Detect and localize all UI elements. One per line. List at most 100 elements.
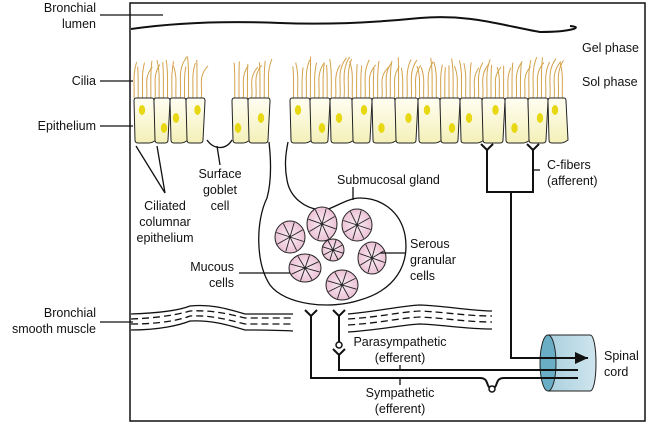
cilium [318,62,325,99]
label-submucosal-gland: Submucosal gland [337,173,440,187]
label-bronchial-lumen-2: lumen [62,17,96,31]
acinus-segment [291,261,319,275]
cilium [410,59,418,99]
cilium [192,62,196,99]
cilium [377,60,380,99]
cell-nucleus [138,105,146,115]
cilium [165,59,169,99]
cilium [494,66,502,99]
epithelial-cell [329,97,355,144]
cilium [406,59,412,99]
cilium [179,56,188,99]
cilium [559,62,563,99]
cilium [305,59,311,99]
cilium [171,61,175,99]
cilium [326,64,328,99]
epithelial-cell [185,97,206,144]
label-spinal-cord-1: Spinal [604,349,639,363]
cilium [329,58,332,99]
cilium [496,66,500,99]
cilium [540,57,544,99]
cell-nucleus [194,105,201,115]
label-c-fibers-1: C-fibers [547,158,591,172]
cilium [368,64,377,99]
cilium [536,62,545,99]
gland-duct [258,141,407,306]
cilium [343,56,351,99]
cilium [420,66,425,99]
cilium [553,61,562,99]
mucus-surface-line [130,16,577,34]
label-goblet-3: cell [211,199,230,213]
cilium [146,66,153,99]
acinus-segment [344,217,370,233]
cell-nucleus [551,105,559,115]
cell-nucleus [511,123,518,133]
cilium [322,62,325,99]
cilium [258,62,261,99]
cilium [183,66,187,99]
cilium [339,57,347,99]
cilium [463,63,467,99]
cilium [400,67,404,99]
label-cilia: Cilia [72,74,96,88]
cell-nucleus [423,105,431,115]
cilium [356,64,358,99]
diagram-frame [129,2,646,422]
acinus-segment [323,244,343,256]
goblet-cell-outline [206,139,233,149]
cilium [292,66,295,99]
cell-nucleus [378,123,385,133]
cilium [133,61,138,99]
label-sympathetic-2: (efferent) [375,402,426,416]
epithelial-cell [309,97,331,144]
label-epithelium: Epithelium [38,119,96,133]
epithelial-cell [547,97,569,144]
cilium [440,64,443,99]
cell-nucleus [405,113,412,123]
labels: Bronchial lumen Cilia Epithelium Gel pha… [12,1,639,416]
epithelial-cell [417,97,443,144]
cilium [414,64,422,99]
cilium [141,62,145,99]
label-goblet-2: goblet [203,183,238,197]
acinus-segment [360,250,384,266]
leader-lines [100,14,405,323]
bronchial-smooth-muscle [130,304,493,333]
cilium [444,67,446,99]
cilium [389,60,393,99]
cilium [477,62,484,99]
cilium [263,60,266,99]
cilium [473,67,480,99]
cilium [150,60,153,99]
label-serous-3: cells [410,269,435,283]
cilium [137,66,139,99]
cilium [532,56,538,99]
epithelial-cell [439,97,461,144]
cilium [246,63,249,99]
cilium [255,64,263,99]
label-smooth-muscle-2: smooth muscle [12,322,96,336]
cilium [364,59,370,99]
epithelial-cell [289,97,313,144]
label-ciliated-1: Ciliated [144,199,186,213]
label-c-fibers-2: (afferent) [547,174,598,188]
cilium [545,61,551,99]
cilium [381,66,390,99]
cell-nucleus [465,113,473,123]
cell-nucleus [335,113,343,123]
acinus-segment [309,216,335,232]
cell-nucleus [257,113,265,123]
cilium [482,63,490,99]
label-mucous-1: Mucous [190,260,234,274]
cilium [451,58,454,99]
cilium [430,57,433,99]
cell-nucleus [492,105,499,115]
label-ciliated-2: columnar [139,215,190,229]
cilium [458,60,463,99]
label-ciliated-3: epithelium [137,231,194,245]
epithelial-cell [153,97,171,144]
cell-nucleus [448,123,456,133]
cilium [393,66,400,99]
